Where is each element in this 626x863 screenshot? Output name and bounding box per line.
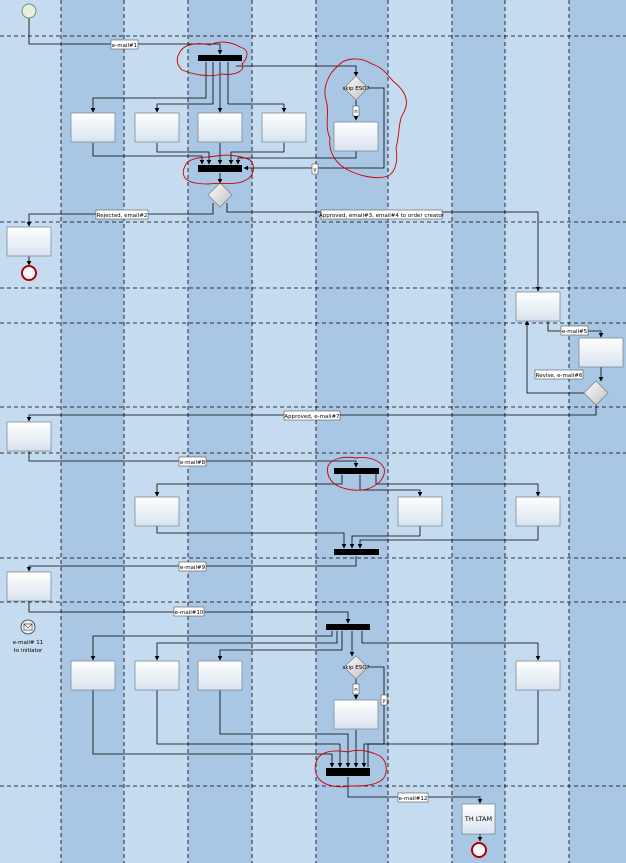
decision-label-skip-eso-2: skip ESO? [342,665,369,671]
activity-box[interactable] [197,112,243,143]
decision-skip-eso-1 [343,75,369,101]
highlight-fork-2 [327,456,385,491]
decision-approval [207,182,233,208]
guard-yes-1: y [313,167,317,173]
guard-no-1: n [354,109,358,115]
activity-box-th-ltam[interactable] [461,803,496,835]
activity-boxes [6,112,624,835]
activity-box[interactable] [6,226,52,257]
message-label-line1: e-mail# 11 [13,640,44,646]
start-event [21,3,37,19]
flow-label-boxes [95,39,589,803]
flow-label-rejected: Rejected, email#2 [97,213,148,219]
envelope-icon [20,619,36,635]
activity-box[interactable] [397,496,443,527]
fork-bar-1 [198,55,242,61]
activity-box[interactable] [6,421,52,452]
highlight-join-3 [314,749,387,788]
decision-review [583,380,609,406]
end-event-rejected [21,265,37,281]
activity-box[interactable] [333,121,379,152]
activity-box[interactable] [515,496,561,527]
activity-box[interactable] [134,112,180,143]
fork-bar-2 [334,468,379,474]
task-label-th-ltam: TH LTAM [464,815,492,823]
flow-label-email9: e-mail#9 [180,565,206,571]
join-bar-3 [326,768,370,776]
activity-box[interactable] [70,660,116,691]
join-bar-1 [198,165,242,172]
highlight-skip-eso-1 [324,58,407,179]
flow-label-email5: e-mail#5 [562,329,588,335]
highlight-join-1 [182,154,254,185]
activity-box[interactable] [6,571,52,602]
activity-box[interactable] [578,337,624,368]
join-bar-2 [334,549,379,555]
end-event-final [471,842,487,858]
flow-label-revise: Revise, e-mail#6 [536,373,583,379]
message-label-line2: to initiator [14,648,43,654]
activity-box[interactable] [197,660,243,691]
flow-label-email10: e-mail#10 [175,610,204,616]
highlight-fork-1 [176,41,248,77]
flow-label-email8: e-mail#8 [180,460,206,466]
flow-label-email1: e-mail#1 [112,43,137,49]
guard-no-2: n [354,687,358,693]
flow-label-approved7: Approved, e-mail#7 [284,414,340,420]
flow-label-email12: e-mail#12 [399,796,428,802]
activity-box[interactable] [515,660,561,691]
activity-box[interactable] [134,496,180,527]
activity-box[interactable] [70,112,116,143]
activity-box[interactable] [261,112,307,143]
decision-skip-eso-2 [343,655,369,680]
activity-box[interactable] [134,660,180,691]
flow-label-approved-order: Approved, email#3, email#4 to order crea… [319,213,445,219]
decision-label-skip-eso-1: skip ESO? [342,86,369,92]
activity-box[interactable] [333,699,379,730]
red-highlights [176,41,407,788]
guard-yes-2: y [382,698,386,704]
activity-box[interactable] [515,291,561,322]
fork-bar-3 [326,624,370,630]
